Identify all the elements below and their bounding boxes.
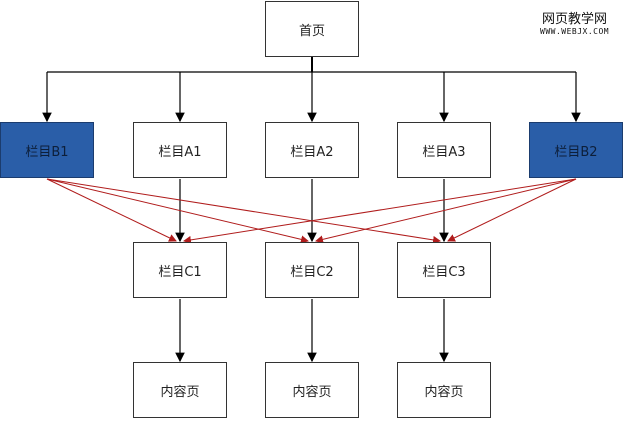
node-label: 内容页 bbox=[160, 384, 200, 400]
node-c2: 栏目C2 bbox=[265, 242, 359, 298]
node-content-3: 内容页 bbox=[397, 362, 491, 418]
arrow-b2-c2 bbox=[315, 178, 577, 244]
node-label: 首页 bbox=[298, 23, 325, 39]
node-label: 栏目B1 bbox=[25, 144, 69, 160]
node-home: 首页 bbox=[265, 1, 359, 57]
node-b2: 栏目B2 bbox=[529, 122, 623, 178]
node-label: 内容页 bbox=[424, 384, 464, 400]
node-a3: 栏目A3 bbox=[397, 122, 491, 178]
node-label: 栏目B2 bbox=[554, 144, 598, 160]
node-c3: 栏目C3 bbox=[397, 242, 491, 298]
node-content-1: 内容页 bbox=[133, 362, 227, 418]
arrow-b2-c3 bbox=[447, 178, 577, 242]
node-label: 栏目A1 bbox=[158, 144, 202, 160]
arrow-b1-c2 bbox=[46, 178, 309, 244]
node-label: 栏目A3 bbox=[422, 144, 466, 160]
watermark-title: 网页教学网 bbox=[542, 12, 608, 27]
node-label: 栏目C1 bbox=[158, 264, 202, 280]
watermark: 网页教学网 WWW.WEBJX.COM bbox=[540, 8, 609, 36]
node-a2: 栏目A2 bbox=[265, 122, 359, 178]
node-content-2: 内容页 bbox=[265, 362, 359, 418]
node-c1: 栏目C1 bbox=[133, 242, 227, 298]
arrow-b2-c1 bbox=[183, 178, 577, 244]
node-label: 栏目A2 bbox=[290, 144, 334, 160]
node-label: 栏目C2 bbox=[290, 264, 334, 280]
node-label: 栏目C3 bbox=[422, 264, 466, 280]
node-b1: 栏目B1 bbox=[0, 122, 94, 178]
arrow-b1-c1 bbox=[46, 178, 177, 242]
watermark-url: WWW.WEBJX.COM bbox=[540, 27, 610, 36]
arrow-b1-c3 bbox=[46, 178, 441, 244]
node-label: 内容页 bbox=[292, 384, 332, 400]
node-a1: 栏目A1 bbox=[133, 122, 227, 178]
